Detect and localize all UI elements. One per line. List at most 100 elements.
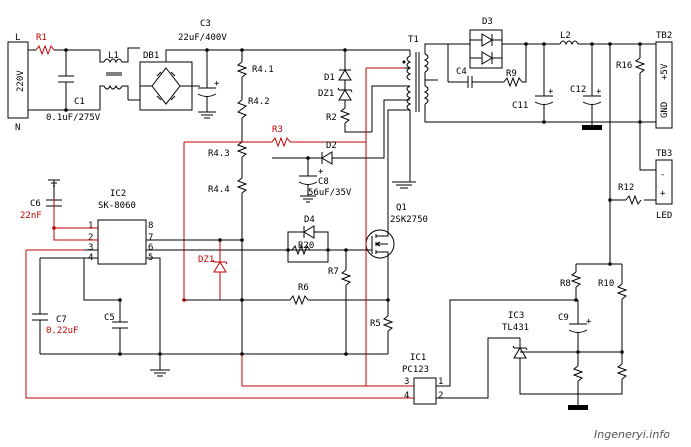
bridge-rectifier-DB1: DB1 — [128, 49, 242, 111]
svg-text:+: + — [548, 87, 554, 97]
label-T1: T1 — [408, 35, 419, 45]
ic1-pin-3: 3 — [404, 377, 409, 387]
label-R4-2: R4.2 — [248, 97, 270, 107]
resistor-R4-4 — [236, 177, 248, 194]
resistor-R5: R5 — [370, 300, 394, 354]
label-R7: R7 — [328, 267, 339, 277]
label-D1: D1 — [324, 73, 335, 83]
mosfet-Q1: Q1 2SK2750 — [365, 109, 428, 302]
label-DZ1: DZ1 — [198, 255, 214, 265]
label-C6-value: 22nF — [20, 211, 42, 221]
resistor-R16: R16 — [616, 42, 646, 124]
label-C7: C7 — [56, 315, 67, 325]
label-R12: R12 — [618, 183, 634, 193]
label-D2: D2 — [326, 141, 337, 151]
label-IC2-name: SK-8060 — [98, 201, 136, 211]
resistor-R10 — [616, 283, 628, 300]
capacitor-C8: + C8 56uF/35V — [298, 158, 352, 203]
label-IC2: IC2 — [110, 189, 126, 199]
ic1-pin-2: 2 — [438, 391, 443, 401]
ic1-pin-1: 1 — [438, 377, 443, 387]
resistor-R6: R6 — [184, 283, 388, 306]
label-IC3-name: TL431 — [502, 323, 529, 333]
label-Q1: Q1 — [396, 203, 407, 213]
label-R4-3: R4.3 — [208, 149, 230, 159]
label-C9: C9 — [558, 313, 569, 323]
mains-input: L N 220V R1 C1 0.1uF/275V — [7, 33, 101, 133]
svg-text:+: + — [318, 167, 324, 177]
resistor-R9 — [503, 76, 523, 88]
pin-7: 7 — [148, 233, 153, 243]
label-R3: R3 — [272, 125, 283, 135]
pin-2: 2 — [88, 233, 93, 243]
label-R9: R9 — [506, 69, 517, 79]
resistor-R2 — [339, 107, 351, 124]
optocoupler-IC1: IC1 PC123 3 4 1 2 — [365, 142, 576, 405]
label-R8: R8 — [560, 279, 571, 289]
output-rectifier-D3: D3 C4 R9 — [447, 17, 544, 88]
label-plus5V: +5V — [660, 63, 670, 80]
label-C1: C1 — [74, 97, 85, 107]
resistor-R4-2 — [236, 99, 248, 119]
pin-8: 8 — [148, 221, 153, 231]
pin-3: 3 — [88, 243, 93, 253]
label-Q1-name: 2SK2750 — [390, 215, 428, 225]
capacitor-C11: + C11 — [512, 42, 554, 124]
label-TB2: TB2 — [656, 31, 672, 41]
label-L: L — [15, 33, 20, 43]
output-terminal-TB2: TB2 +5V GND — [640, 31, 673, 129]
capacitor-C6: C6 22nF — [20, 179, 62, 228]
resistor-chain-R4: R4.1 R4.2 R4.3 R4.4 — [208, 50, 274, 238]
transformer-T1: T1 — [392, 35, 640, 189]
label-R4-1: R4.1 — [252, 65, 274, 75]
label-R16: R16 — [616, 61, 632, 71]
zener-DZ1: DZ1 — [198, 238, 228, 300]
label-DZ1-top: DZ1 — [318, 89, 334, 99]
label-R10: R10 — [598, 279, 614, 289]
diode-D2: D2 — [272, 99, 404, 165]
resistor-R7: R7 — [328, 250, 352, 354]
label-C5: C5 — [104, 313, 115, 323]
pin-1: 1 — [88, 221, 93, 231]
label-D3: D3 — [482, 17, 493, 27]
label-DB1: DB1 — [143, 51, 159, 61]
label-C3: C3 — [200, 19, 211, 29]
label-R1: R1 — [36, 33, 47, 43]
label-R2: R2 — [326, 113, 337, 123]
resistor-R3: R3 — [182, 125, 366, 302]
label-TB3: TB3 — [656, 149, 672, 159]
label-C7-value: 0.22uF — [46, 326, 79, 336]
capacitor-C5: C5 — [83, 258, 128, 354]
ic-IC2: IC2 SK-8060 1 2 3 4 8 7 6 5 — [52, 189, 330, 354]
label-IC1: IC1 — [410, 353, 426, 363]
snubber-D1-DZ1-R2: D1 DZ1 R2 — [318, 50, 404, 133]
label-C8: C8 — [318, 177, 329, 187]
feedback-network: R8 R10 C9 + IC3 TL431 — [502, 200, 628, 410]
label-IC3: IC3 — [508, 311, 524, 321]
resistor-R11 — [616, 363, 628, 380]
label-C6: C6 — [30, 199, 41, 209]
mains-terminal — [7, 41, 29, 119]
svg-text:+: + — [596, 87, 602, 97]
label-plus: + — [660, 189, 666, 199]
label-C11: C11 — [512, 101, 528, 111]
capacitor-C7: C7 0.22uF — [32, 257, 84, 354]
capacitor-C3: C3 22uF/400V + — [178, 19, 227, 119]
label-C12: C12 — [570, 85, 586, 95]
ic1-pin-4: 4 — [404, 391, 409, 401]
label-220V: 220V — [16, 70, 26, 92]
label-L1: L1 — [108, 51, 119, 61]
label-C4: C4 — [456, 67, 467, 77]
led-terminal-TB3: TB3 - + LED — [639, 122, 673, 221]
capacitor-C12: + C12 — [570, 44, 602, 130]
watermark-text: Ingeneryi.info — [594, 428, 670, 441]
label-R6: R6 — [298, 283, 309, 293]
label-GND: GND — [660, 102, 670, 118]
resistor-R4-1 — [236, 61, 248, 78]
resistor-R1 — [35, 44, 55, 56]
label-C1-value: 0.1uF/275V — [46, 113, 101, 123]
label-R4-4: R4.4 — [208, 185, 230, 195]
gate-network-D4-R20: D4 R20 — [286, 215, 366, 263]
label-L2: L2 — [560, 31, 571, 41]
